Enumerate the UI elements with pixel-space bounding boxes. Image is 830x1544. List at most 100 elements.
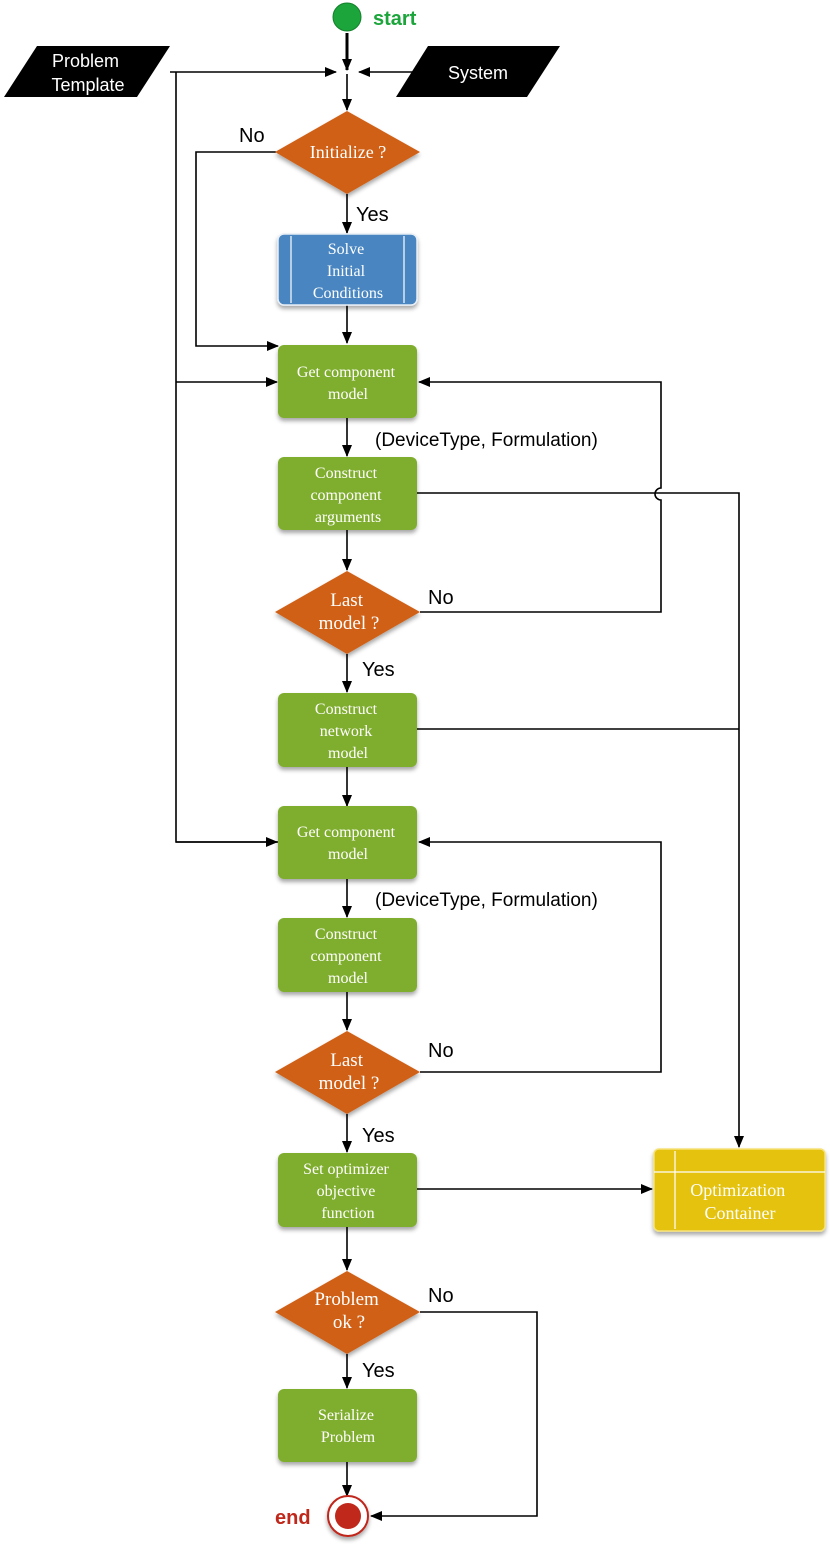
process-solve-initial-conditions-label: Solve Initial Conditions <box>313 241 383 302</box>
decision-last-model-1: Last model ? No Yes <box>275 571 454 681</box>
process-serialize-problem-shape <box>278 1389 417 1462</box>
process-get-component-model-1-label: Get component model <box>297 364 399 403</box>
start-node: start <box>332 2 417 32</box>
decision-last-model-2-yes-label: Yes <box>362 1125 395 1147</box>
process-solve-initial-conditions-shape <box>277 233 418 306</box>
process-line: component <box>310 948 382 965</box>
process-line: function <box>321 1205 374 1222</box>
process-line: model <box>328 846 369 863</box>
decision-initialize-line: Initialize ? <box>310 142 386 162</box>
annotation-devicetype-formulation-1: (DeviceType, Formulation) <box>375 430 598 451</box>
decision-problem-ok: Problem ok ? No Yes <box>275 1271 454 1382</box>
arrow-initialize-no <box>195 151 279 351</box>
decision-initialize: Initialize ? No Yes <box>239 111 420 226</box>
storage-line: Container <box>705 1203 776 1223</box>
process-construct-component-arguments: Construct component arguments <box>278 457 417 530</box>
line-problem-template-feed <box>175 72 278 843</box>
arrow-last-model-2-no <box>418 837 662 1073</box>
decision-last-model-1-shape <box>275 571 420 654</box>
input-system: System <box>396 46 560 97</box>
process-construct-network-model-shape <box>278 693 417 767</box>
decision-initialize-shape <box>275 111 420 194</box>
decision-last-model-1-line: model ? <box>319 613 380 634</box>
process-serialize-problem: Serialize Problem <box>278 1389 417 1462</box>
start-circle <box>332 2 362 32</box>
process-get-component-model-2-label: Get component model <box>297 824 399 863</box>
decision-last-model-2-label: Last model ? <box>319 1050 380 1094</box>
process-get-component-model-2-shape <box>278 806 417 879</box>
decision-problem-ok-shape <box>275 1271 420 1354</box>
decision-problem-ok-line: ok ? <box>333 1312 365 1333</box>
process-line: Initial <box>327 263 366 280</box>
process-line: model <box>328 745 369 762</box>
decision-problem-ok-label: Problem ok ? <box>314 1289 383 1333</box>
decision-last-model-1-label: Last model ? <box>319 590 380 634</box>
arrow-args-to-container <box>417 492 744 1148</box>
start-label: start <box>373 8 417 30</box>
input-problem-template-shape <box>4 46 170 97</box>
process-line: arguments <box>315 509 381 526</box>
process-line: Construct <box>315 701 378 718</box>
process-line: objective <box>317 1183 376 1200</box>
process-solve-initial-conditions: Solve Initial Conditions <box>277 233 418 306</box>
storage-line: Optimization <box>690 1180 785 1200</box>
storage-optimization-container-shape <box>653 1148 826 1232</box>
decision-problem-ok-no-label: No <box>428 1285 454 1307</box>
input-system-shape <box>396 46 560 97</box>
process-construct-component-arguments-label: Construct component arguments <box>310 465 385 526</box>
arrow-last-model-1-no <box>418 377 662 613</box>
process-line: Get component <box>297 824 396 841</box>
input-problem-template-line: Problem <box>52 51 119 71</box>
process-line: Set optimizer <box>303 1161 389 1178</box>
arrow-problem-ok-no <box>370 1311 538 1521</box>
decision-last-model-2-shape <box>275 1031 420 1114</box>
process-line: model <box>328 970 369 987</box>
decision-last-model-1-no-label: No <box>428 587 454 609</box>
process-serialize-problem-label: Serialize Problem <box>318 1407 378 1446</box>
process-construct-component-model-shape <box>278 918 417 992</box>
decision-last-model-2-no-label: No <box>428 1040 454 1062</box>
decision-last-model-2-line: model ? <box>319 1073 380 1094</box>
process-construct-component-model: Construct component model <box>278 918 417 992</box>
input-problem-template: Problem Template <box>4 46 170 97</box>
process-line: Get component <box>297 364 396 381</box>
decision-initialize-no-label: No <box>239 125 265 147</box>
process-get-component-model-2: Get component model <box>278 806 417 879</box>
process-construct-component-arguments-shape <box>278 457 417 530</box>
input-system-line: System <box>448 63 508 83</box>
input-system-label: System <box>448 63 508 83</box>
process-construct-network-model-label: Construct network model <box>315 701 381 762</box>
storage-optimization-container: Optimization Container <box>653 1148 826 1232</box>
connectors <box>170 33 744 1521</box>
process-construct-component-model-label: Construct component model <box>310 926 385 987</box>
process-set-optimizer-objective-function-label: Set optimizer objective function <box>303 1161 393 1222</box>
process-line: Serialize <box>318 1407 374 1424</box>
end-node: end <box>275 1495 369 1537</box>
process-get-component-model-1: Get component model <box>278 345 417 418</box>
process-line: Construct <box>315 465 378 482</box>
decision-last-model-1-line: Last <box>330 590 363 611</box>
input-problem-template-label: Problem Template <box>51 51 124 95</box>
decision-initialize-yes-label: Yes <box>356 204 389 226</box>
process-set-optimizer-objective-function-shape <box>278 1153 417 1227</box>
process-line: model <box>328 386 369 403</box>
end-inner-circle <box>335 1503 361 1529</box>
decision-last-model-1-yes-label: Yes <box>362 659 395 681</box>
storage-optimization-container-label: Optimization Container <box>690 1180 789 1223</box>
process-construct-network-model: Construct network model <box>278 693 417 767</box>
process-get-component-model-1-shape <box>278 345 417 418</box>
process-line: Conditions <box>313 285 383 302</box>
decision-last-model-2-line: Last <box>330 1050 363 1071</box>
decision-problem-ok-line: Problem <box>314 1289 379 1310</box>
annotation-devicetype-formulation-2: (DeviceType, Formulation) <box>375 890 598 911</box>
process-line: network <box>320 723 372 740</box>
process-line: Problem <box>321 1429 376 1446</box>
process-set-optimizer-objective-function: Set optimizer objective function <box>278 1153 417 1227</box>
decision-problem-ok-yes-label: Yes <box>362 1360 395 1382</box>
decision-initialize-label: Initialize ? <box>310 142 386 162</box>
process-line: Solve <box>328 241 364 258</box>
process-line: Construct <box>315 926 378 943</box>
input-problem-template-line: Template <box>51 75 124 95</box>
process-line: component <box>310 487 382 504</box>
